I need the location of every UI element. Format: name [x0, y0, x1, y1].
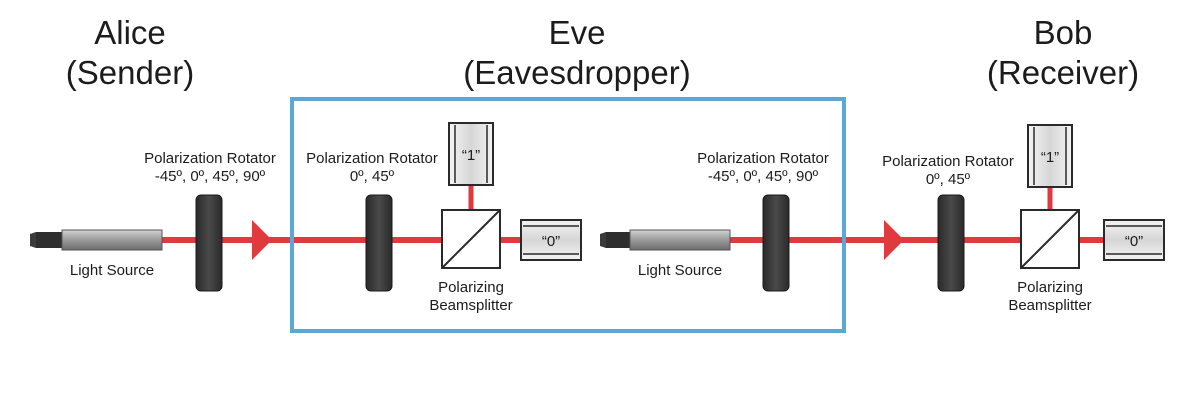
eve-light-source	[600, 229, 731, 251]
eve-beam-arrow-icon	[884, 220, 904, 260]
eve-detector-zero-label: “0”	[542, 233, 560, 250]
alice-rotator-label: Polarization Rotator	[144, 150, 276, 167]
eve-rotator1-label: Polarization Rotator	[306, 150, 438, 167]
bob-beamsplitter-label-2: Beamsplitter	[1008, 297, 1091, 314]
bob-detector-zero	[1103, 219, 1165, 261]
eve-title: Eve	[549, 14, 606, 51]
alice-beam-arrow-icon	[252, 220, 272, 260]
eve-polarizing-beamsplitter	[441, 209, 501, 269]
eve-beamsplitter-label: Polarizing	[438, 279, 504, 296]
bob-title: Bob	[1034, 14, 1093, 51]
alice-polarization-rotator	[195, 194, 223, 292]
alice-light-source	[30, 229, 163, 251]
bob-subtitle: (Receiver)	[987, 54, 1139, 91]
beam-gap	[582, 234, 602, 246]
bob-beamsplitter-label: Polarizing	[1017, 279, 1083, 296]
eve-subtitle: (Eavesdropper)	[463, 54, 690, 91]
alice-subtitle: (Sender)	[66, 54, 194, 91]
eve-detector-zero	[520, 219, 582, 261]
eve-detector-one-label: “1”	[462, 147, 480, 164]
alice-rotator-angles: -45º, 0º, 45º, 90º	[155, 168, 266, 185]
bob-detector-zero-label: “0”	[1125, 233, 1143, 250]
eve-light-source-label: Light Source	[638, 262, 722, 279]
eve-detector-one	[448, 122, 494, 186]
bob-detector-one	[1027, 124, 1073, 188]
eve-rotator2-label: Polarization Rotator	[697, 150, 829, 167]
bob-detector-one-label: “1”	[1041, 149, 1059, 166]
bob-polarizing-beamsplitter	[1020, 209, 1080, 269]
bob-polarization-rotator	[937, 194, 965, 292]
eve-polarization-rotator-2	[762, 194, 790, 292]
eve-region-box	[290, 97, 846, 333]
alice-light-source-label: Light Source	[70, 262, 154, 279]
eve-polarization-rotator-1	[365, 194, 393, 292]
eve-rotator1-angles: 0º, 45º	[350, 168, 395, 185]
bob-rotator-angles: 0º, 45º	[926, 171, 971, 188]
eve-rotator2-angles: -45º, 0º, 45º, 90º	[708, 168, 819, 185]
bob-rotator-label: Polarization Rotator	[882, 153, 1014, 170]
eve-beamsplitter-label-2: Beamsplitter	[429, 297, 512, 314]
alice-title: Alice	[94, 14, 166, 51]
